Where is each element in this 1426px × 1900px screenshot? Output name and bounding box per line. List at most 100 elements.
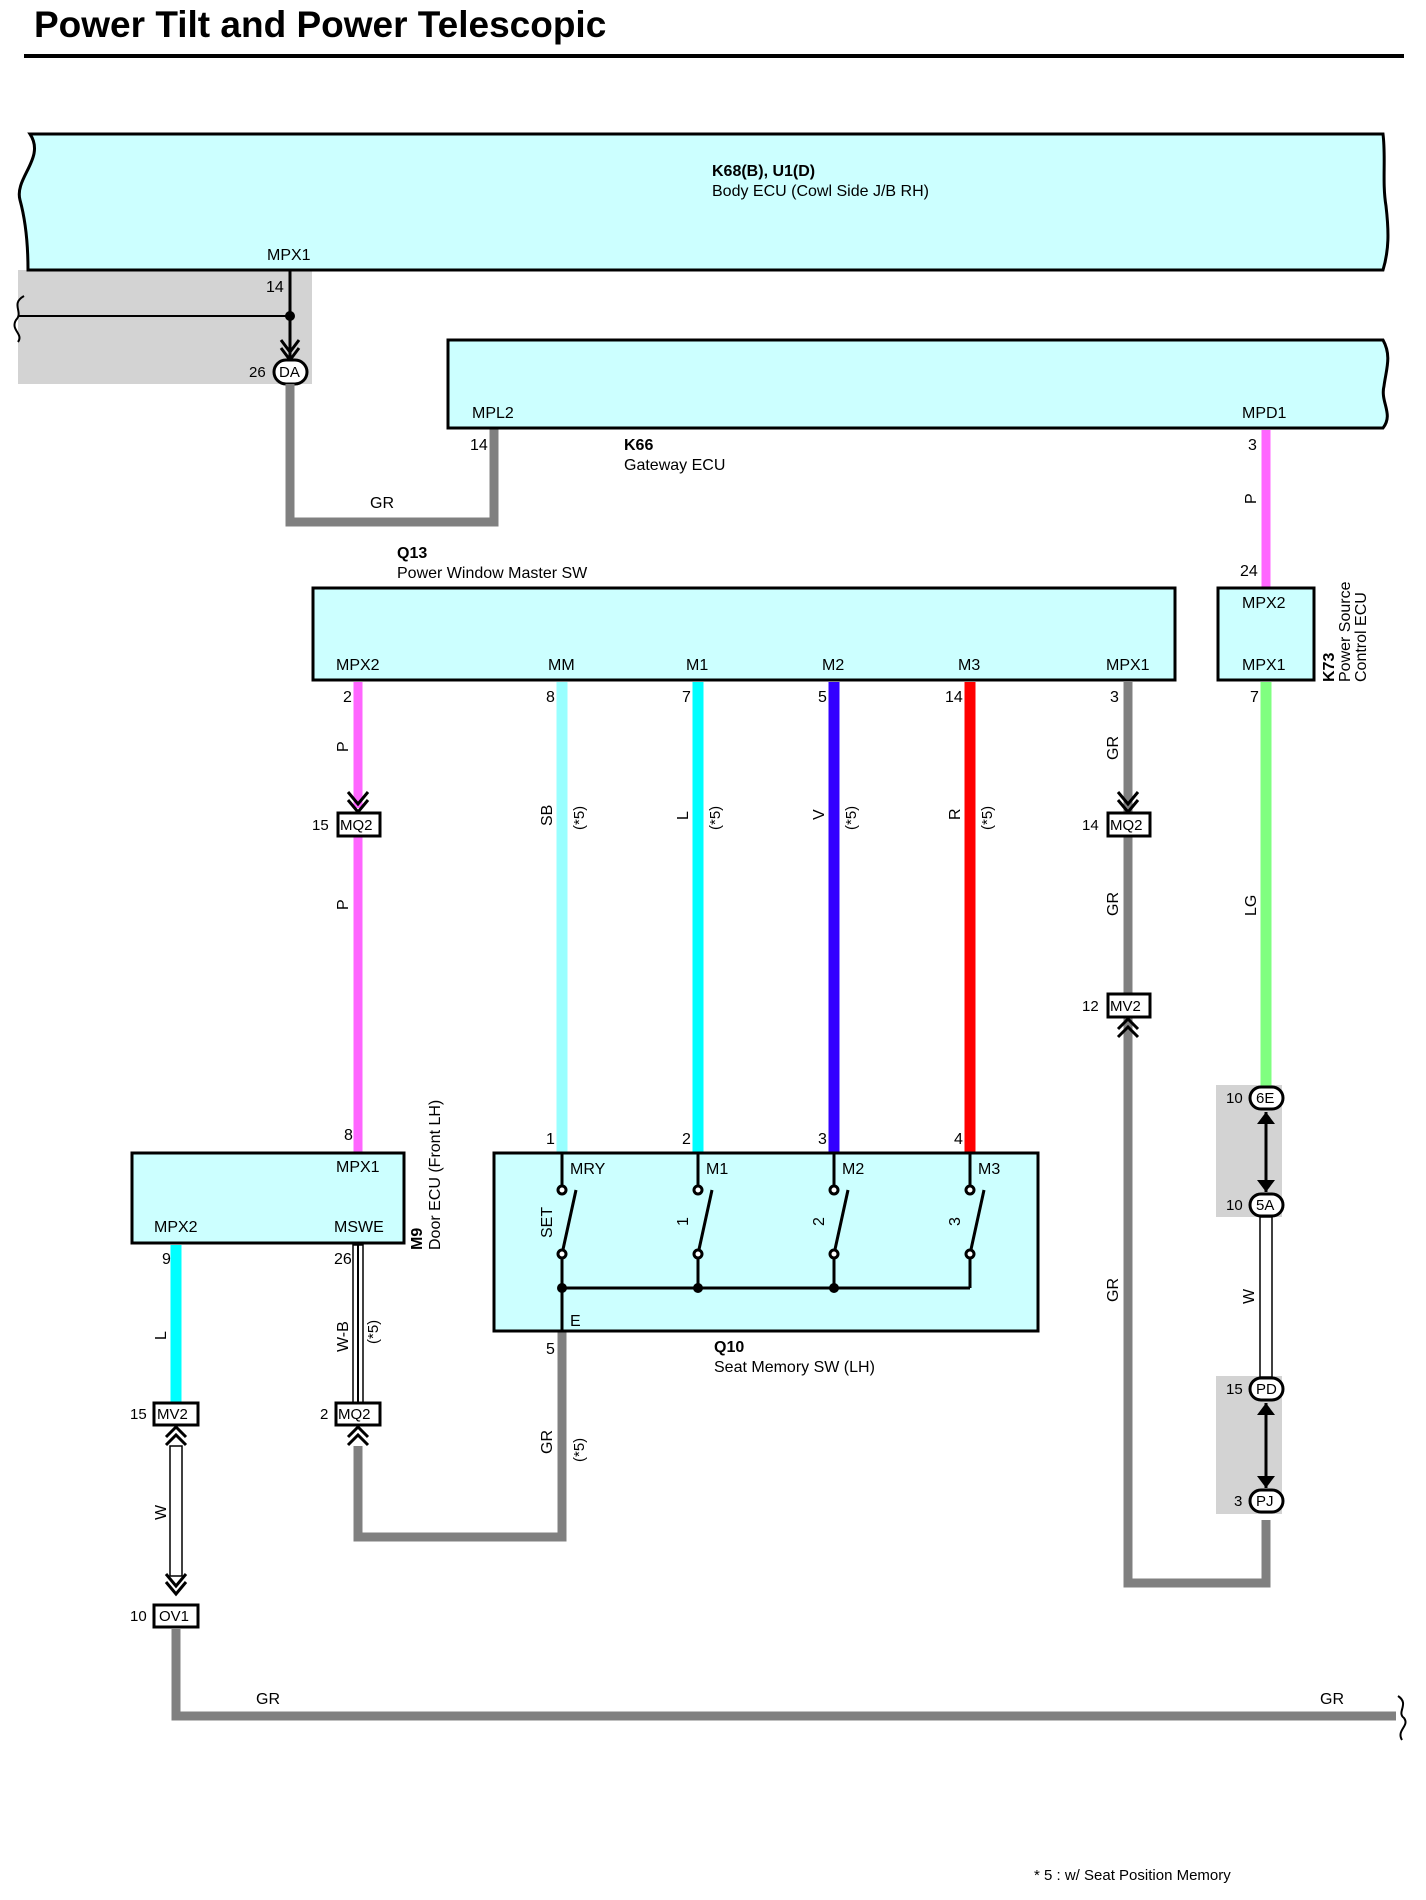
wire-gr-mq2-q10 bbox=[353, 1332, 567, 1542]
wire-tag-r: (*5) bbox=[979, 806, 996, 830]
q13-pin-m1: M1 bbox=[686, 657, 708, 674]
q10-num-4: 4 bbox=[954, 1131, 963, 1148]
connector-mq2-c-id: MQ2 bbox=[338, 1406, 371, 1423]
wire-label-l: L bbox=[675, 811, 692, 820]
connector-ov1[interactable] bbox=[152, 1603, 200, 1629]
wire-tag-sb: (*5) bbox=[571, 806, 588, 830]
wire-label-gr-4: GR bbox=[1105, 1278, 1122, 1302]
connector-pj[interactable] bbox=[1248, 1488, 1285, 1514]
q10-ground-pin: 5 bbox=[546, 1341, 555, 1358]
wire-w-5a-pd bbox=[1259, 1216, 1273, 1378]
q10-bus-dot-1 bbox=[557, 1283, 567, 1293]
wire-label-r: R bbox=[947, 808, 964, 820]
wire-label-v: V bbox=[811, 809, 828, 820]
gateway-pin-right-label: MPD1 bbox=[1242, 405, 1287, 422]
connector-ov1-pin: 10 bbox=[130, 1608, 147, 1625]
wire-label-w-2: W bbox=[153, 1504, 170, 1520]
wire-label-gr-7: GR bbox=[539, 1430, 556, 1454]
q13-pin-mpx1: MPX1 bbox=[1106, 657, 1150, 674]
door-ecu-box[interactable] bbox=[130, 1151, 406, 1245]
wire-label-p-1: P bbox=[335, 741, 352, 752]
q10-num-2: 2 bbox=[682, 1131, 691, 1148]
connector-5a-id: 5A bbox=[1256, 1197, 1274, 1214]
door-ecu-name: Door ECU (Front LH) bbox=[427, 1100, 444, 1250]
q10-switch-3 bbox=[964, 1154, 986, 1288]
wire-gr-ground-bus bbox=[171, 1628, 1396, 1721]
q10-switch-label-3: 3 bbox=[947, 1217, 964, 1226]
wire-label-wb: W-B bbox=[335, 1321, 352, 1352]
q10-pin-m3: M3 bbox=[978, 1161, 1000, 1178]
connector-mq2-a-pin: 15 bbox=[312, 817, 329, 834]
k73-box[interactable] bbox=[1216, 586, 1316, 682]
q13-pin-m3: M3 bbox=[958, 657, 980, 674]
wire-w-mv2-ov1 bbox=[169, 1445, 183, 1577]
q10-num-3: 3 bbox=[818, 1131, 827, 1148]
connector-mq2-a-id: MQ2 bbox=[340, 817, 373, 834]
wire-tag-v: (*5) bbox=[843, 806, 860, 830]
q13-code: Q13 bbox=[397, 545, 427, 562]
wire-break-right bbox=[1397, 1695, 1407, 1741]
wire-label-p-k73: P bbox=[1243, 493, 1260, 504]
q10-switch-label-set: SET bbox=[539, 1207, 556, 1238]
connector-5a[interactable] bbox=[1248, 1192, 1285, 1218]
connector-mq2-a[interactable] bbox=[336, 811, 382, 838]
link-6e-5a-arrow-top bbox=[1257, 1112, 1275, 1124]
seat-memory-sw-box[interactable] bbox=[492, 1151, 1040, 1333]
k73-pin-top-number: 24 bbox=[1240, 563, 1258, 580]
wire-label-gr-2: GR bbox=[1105, 736, 1122, 760]
connector-da-pin: 26 bbox=[249, 364, 266, 381]
k73-pin-bottom-number: 7 bbox=[1250, 689, 1259, 706]
body-ecu-code: K68(B), U1(D) bbox=[712, 163, 815, 180]
q10-pin-labels: MRY M1 M2 M3 bbox=[570, 1161, 1000, 1178]
gateway-pin-left-label: MPL2 bbox=[472, 405, 514, 422]
q10-pin-mry: MRY bbox=[570, 1161, 606, 1178]
door-ecu-pin-left-number: 9 bbox=[162, 1251, 171, 1268]
q10-ground-label: E bbox=[570, 1313, 581, 1330]
connector-pd[interactable] bbox=[1248, 1376, 1285, 1402]
mv2-a-arrow bbox=[1116, 1016, 1140, 1039]
q10-bus-dot-2 bbox=[693, 1283, 703, 1293]
wire-gr-q13-mpx1 bbox=[1123, 682, 1271, 1588]
connector-6e[interactable] bbox=[1248, 1085, 1285, 1111]
wire-label-p-2: P bbox=[335, 899, 352, 910]
connector-6e-pin: 10 bbox=[1226, 1090, 1243, 1107]
connector-pd-pin: 15 bbox=[1226, 1381, 1243, 1398]
door-ecu-pin-left-label: MPX2 bbox=[154, 1219, 198, 1236]
gateway-pin-left-number: 14 bbox=[470, 437, 488, 454]
wire-label-w-1: W bbox=[1241, 1288, 1258, 1304]
wire-gr-da-gateway bbox=[285, 384, 499, 527]
q10-switch-1 bbox=[692, 1154, 714, 1288]
q10-code: Q10 bbox=[714, 1339, 744, 1356]
connector-mv2-b-pin: 15 bbox=[130, 1406, 147, 1423]
q10-pin-m2: M2 bbox=[842, 1161, 864, 1178]
q10-name: Seat Memory SW (LH) bbox=[714, 1359, 875, 1376]
q13-pin-mpx2: MPX2 bbox=[336, 657, 380, 674]
gateway-ecu-box[interactable] bbox=[446, 338, 1390, 430]
wire-label-l-2: L bbox=[153, 1331, 170, 1340]
ov1-arrow bbox=[164, 1573, 188, 1597]
k73-name-line2: Control ECU bbox=[1353, 592, 1370, 682]
door-ecu-pin-right-number: 26 bbox=[334, 1251, 352, 1268]
connector-pd-id: PD bbox=[1256, 1381, 1277, 1398]
door-ecu-pin-top-label: MPX1 bbox=[336, 1159, 380, 1176]
footnote: * 5 : w/ Seat Position Memory bbox=[1034, 1867, 1231, 1884]
body-ecu-pin-label: MPX1 bbox=[267, 247, 311, 264]
body-ecu-name: Body ECU (Cowl Side J/B RH) bbox=[712, 183, 929, 200]
page-title: Power Tilt and Power Telescopic bbox=[34, 4, 607, 45]
k73-name-line1: Power Source bbox=[1337, 581, 1354, 682]
wire-label-lg: LG bbox=[1243, 895, 1260, 916]
connector-mv2-a[interactable] bbox=[1106, 992, 1152, 1019]
door-ecu-code: M9 bbox=[409, 1228, 426, 1250]
k73-pin-bottom-label: MPX1 bbox=[1242, 657, 1286, 674]
q13-num-14: 14 bbox=[945, 689, 963, 706]
q13-pin-m2: M2 bbox=[822, 657, 844, 674]
wire-label-gr-5: GR bbox=[256, 1691, 280, 1708]
connector-pj-id: PJ bbox=[1256, 1493, 1274, 1510]
q13-box[interactable] bbox=[311, 586, 1177, 682]
body-ecu-box[interactable] bbox=[17, 132, 1390, 272]
title-rule bbox=[24, 54, 1404, 58]
gateway-pin-right-number: 3 bbox=[1248, 437, 1257, 454]
k73-code: K73 bbox=[1321, 653, 1338, 682]
q13-num-3: 3 bbox=[1110, 689, 1119, 706]
connector-mq2-b[interactable] bbox=[1106, 811, 1152, 838]
